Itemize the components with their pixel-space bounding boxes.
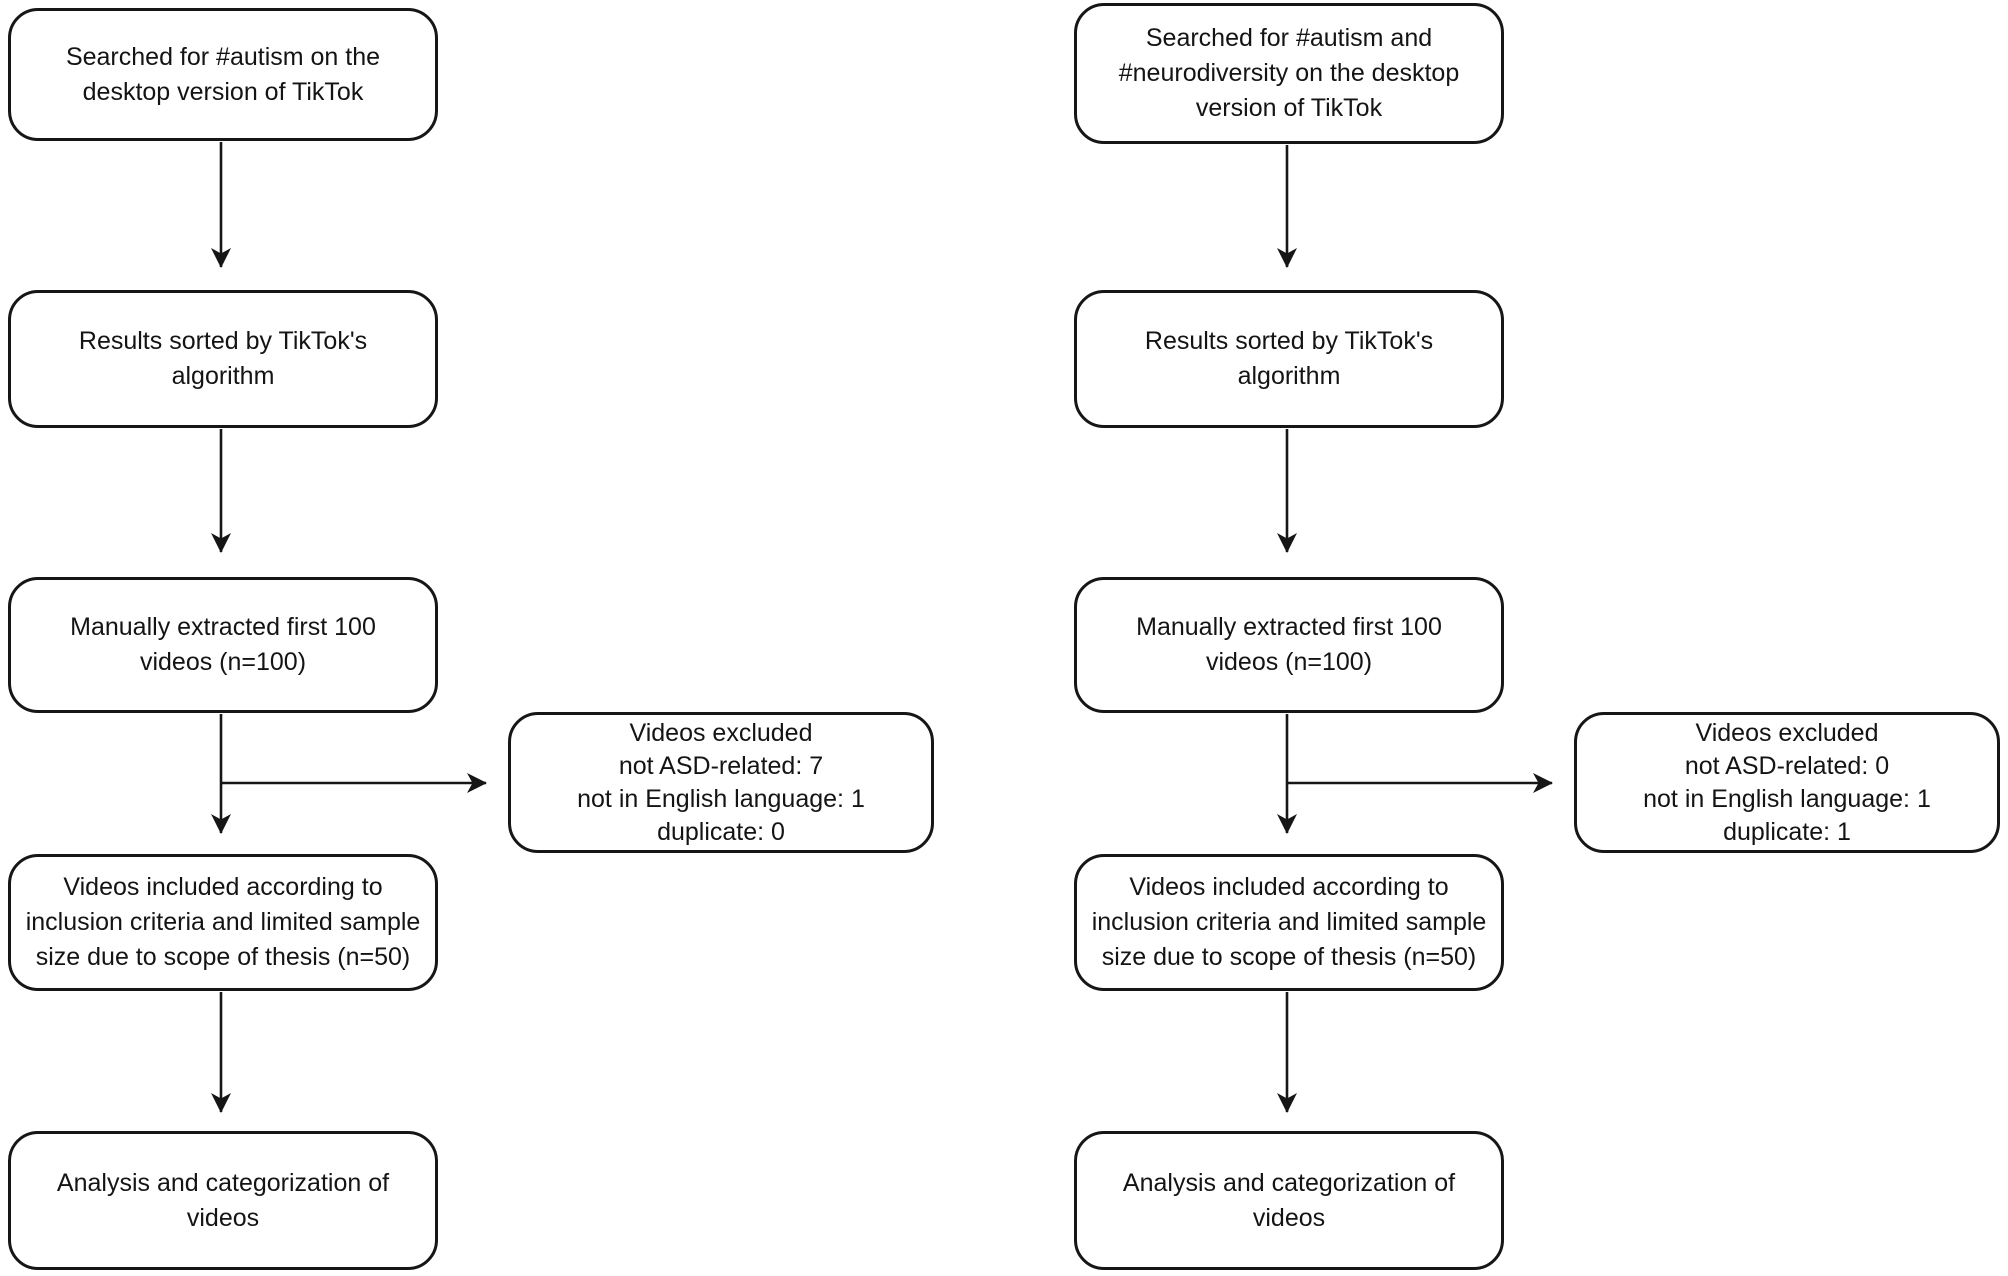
box-text-line: inclusion criteria and limited sample	[25, 908, 421, 936]
box-text-line: not ASD-related: 7	[618, 751, 824, 780]
flow-box-searched-left: Searched for #autism on the desktop versi…	[8, 8, 438, 141]
flow-box-extracted-right: Manually extracted first 100 videos (n=10…	[1074, 577, 1504, 713]
box-text-line: size due to scope of thesis (n=50)	[1101, 943, 1477, 971]
box-text-line: Manually extracted first 100	[1136, 613, 1442, 641]
flow-box-extracted-left: Manually extracted first 100 videos (n=10…	[8, 577, 438, 713]
flow-box-included-right: Videos included according to inclusion cr…	[1074, 854, 1504, 991]
box-text-line: duplicate: 1	[1723, 817, 1851, 846]
box-text-line: videos	[186, 1203, 260, 1232]
box-text-line: Results sorted by TikTok's	[78, 327, 368, 355]
box-text-line: #neurodiversity on the desktop	[1118, 59, 1460, 87]
box-text-line: desktop version of TikTok	[82, 77, 364, 106]
box-text-line: size due to scope of thesis (n=50)	[35, 943, 411, 971]
box-text-line: Analysis and categorization of	[56, 1168, 390, 1197]
box-text-line: version of TikTok	[1195, 94, 1383, 122]
box-text-line: not ASD-related: 0	[1684, 751, 1890, 780]
box-text-line: Searched for #autism and	[1145, 24, 1433, 52]
flow-box-analysis-left: Analysis and categorization of videos	[8, 1131, 438, 1270]
box-text-line: videos	[1252, 1203, 1326, 1232]
box-text-line: Videos excluded	[1695, 718, 1879, 747]
flow-box-excluded-right: Videos excluded not ASD-related: 0 not in …	[1574, 712, 2000, 853]
flow-box-excluded-left: Videos excluded not ASD-related: 7 not in …	[508, 712, 934, 853]
box-text-line: not in English language: 1	[1643, 784, 1931, 813]
box-text-line: inclusion criteria and limited sample	[1091, 908, 1487, 936]
box-text-line: duplicate: 0	[657, 817, 785, 846]
flow-box-analysis-right: Analysis and categorization of videos	[1074, 1131, 1504, 1270]
box-text-line: algorithm	[1237, 362, 1341, 390]
flow-box-sorted-right: Results sorted by TikTok's algorithm	[1074, 290, 1504, 428]
box-text-line: Manually extracted first 100	[70, 613, 376, 641]
box-text-line: not in English language: 1	[577, 784, 865, 813]
flow-box-included-left: Videos included according to inclusion cr…	[8, 854, 438, 991]
box-text-line: videos (n=100)	[1205, 648, 1373, 676]
flow-box-searched-right: Searched for #autism and #neurodiversity …	[1074, 3, 1504, 144]
box-text-line: algorithm	[171, 362, 275, 390]
box-text-line: Videos included according to	[1129, 873, 1449, 901]
flow-box-sorted-left: Results sorted by TikTok's algorithm	[8, 290, 438, 428]
box-text-line: Videos excluded	[629, 718, 813, 747]
box-text-line: Searched for #autism on the	[65, 42, 381, 71]
box-text-line: Results sorted by TikTok's	[1144, 327, 1434, 355]
box-text-line: Analysis and categorization of	[1122, 1168, 1456, 1197]
box-text-line: Videos included according to	[63, 873, 383, 901]
box-text-line: videos (n=100)	[139, 648, 307, 676]
